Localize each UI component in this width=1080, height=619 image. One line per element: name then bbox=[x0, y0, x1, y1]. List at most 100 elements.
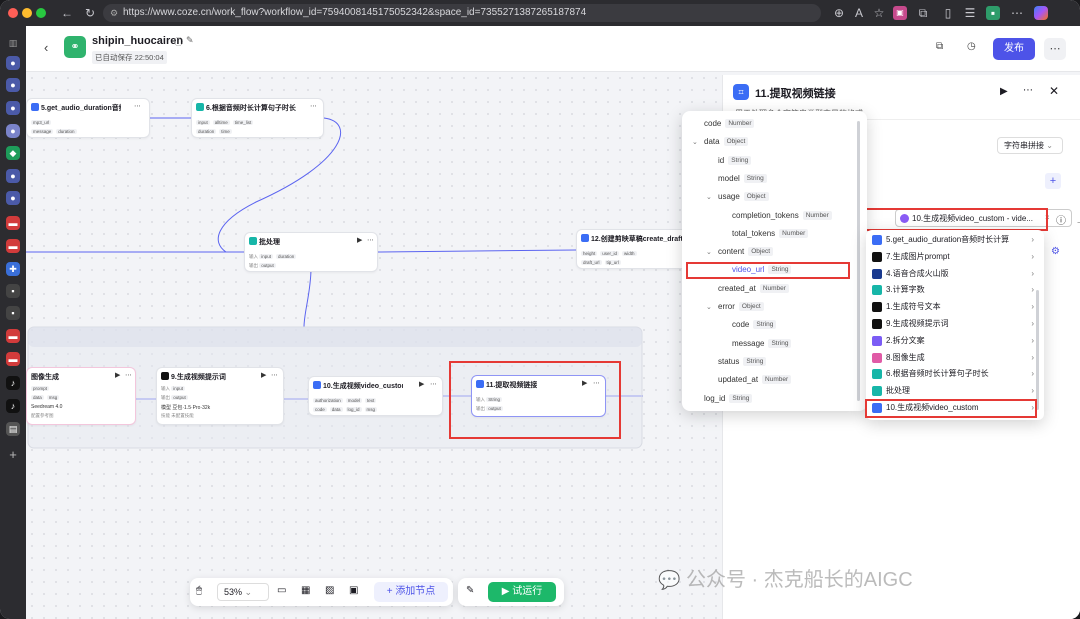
favorites-list-icon[interactable]: ☰ bbox=[964, 6, 976, 20]
node-menu-item[interactable]: 3.计算字数› bbox=[870, 282, 1036, 298]
run-node-icon[interactable]: ▶ bbox=[357, 237, 363, 244]
extension-icon[interactable]: ▣ bbox=[893, 6, 907, 20]
expand-chevron-icon[interactable]: ⌄ bbox=[706, 194, 712, 202]
run-node-icon[interactable]: ▶ bbox=[582, 380, 588, 387]
node-menu-item[interactable]: 批处理› bbox=[870, 383, 1036, 399]
node-5[interactable]: 5.get_audio_duration音频时... ⋯ mp3_url mes… bbox=[26, 98, 150, 138]
sidebar-app-icon[interactable]: ◆ bbox=[6, 146, 20, 160]
node-11[interactable]: 11.提取视频链接 ▶ ⋯ 输入 String 输出 output bbox=[471, 375, 606, 417]
minimize-window-button[interactable] bbox=[22, 8, 32, 18]
debug-icon[interactable]: ✎ bbox=[466, 585, 475, 596]
mode-dropdown[interactable]: 字符串拼接 ⌄ bbox=[997, 137, 1063, 154]
node-menu-item[interactable]: 4.语音合成火山版› bbox=[870, 266, 1036, 282]
more-icon[interactable]: ⋯ bbox=[1011, 6, 1023, 20]
layout-icon[interactable]: ▦ bbox=[301, 585, 311, 596]
split-screen-icon[interactable]: ▯ bbox=[944, 6, 952, 20]
publish-button[interactable]: 发布 bbox=[993, 38, 1035, 60]
sidebar-app-icon[interactable]: ● bbox=[6, 101, 20, 115]
address-bar[interactable]: ⚙ https://www.coze.cn/work_flow?workflow… bbox=[103, 4, 821, 22]
more-menu-button[interactable]: ⋯ bbox=[1044, 38, 1066, 60]
tiktok-icon[interactable]: ♪ bbox=[6, 376, 20, 390]
zoom-select[interactable]: 53% ⌄ bbox=[217, 583, 269, 601]
node-menu-item[interactable]: 9.生成视频提示词› bbox=[870, 316, 1036, 332]
edit-icon[interactable]: ✎ bbox=[186, 35, 194, 45]
close-icon[interactable]: ✕ bbox=[1049, 84, 1060, 98]
add-variable-button[interactable]: + bbox=[1045, 173, 1061, 189]
favorite-icon[interactable]: ☆ bbox=[873, 6, 885, 20]
sidebar-app-icon[interactable]: ▬ bbox=[6, 329, 20, 343]
node-menu-item[interactable]: 10.生成视频video_custom› bbox=[870, 400, 1036, 416]
node-more-icon[interactable]: ⋯ bbox=[310, 103, 317, 110]
node-menu-item[interactable]: 7.生成图片prompt› bbox=[870, 249, 1036, 265]
run-node-icon[interactable]: ▶ bbox=[419, 381, 425, 388]
scrollbar[interactable] bbox=[1036, 290, 1039, 410]
back-icon[interactable]: ← bbox=[61, 6, 73, 20]
read-aloud-icon[interactable]: A bbox=[854, 6, 863, 20]
image-icon[interactable]: ▨ bbox=[325, 585, 335, 596]
settings-icon[interactable]: ⚙ bbox=[1051, 246, 1060, 257]
minimap-icon[interactable]: ▣ bbox=[349, 585, 359, 596]
sidebar-app-icon[interactable]: ● bbox=[6, 56, 20, 70]
close-window-button[interactable] bbox=[8, 8, 18, 18]
sidebar-app-icon-active[interactable]: ● bbox=[6, 124, 20, 138]
zoom-icon[interactable]: ⊕ bbox=[833, 6, 845, 20]
node-more-icon[interactable]: ⋯ bbox=[430, 381, 437, 388]
copy-icon[interactable]: ⧉ bbox=[936, 41, 944, 52]
remove-variable-icon[interactable]: − bbox=[1077, 218, 1080, 227]
add-sidebar-icon[interactable]: + bbox=[9, 447, 17, 462]
sidebar-app-icon[interactable]: ▬ bbox=[6, 352, 20, 366]
wallet-icon[interactable]: ▪ bbox=[986, 6, 1000, 20]
test-run-button[interactable]: ▶ 试运行 bbox=[488, 582, 556, 602]
run-node-icon[interactable]: ▶ bbox=[115, 372, 121, 379]
node-more-icon[interactable]: ⋯ bbox=[134, 103, 141, 110]
sidebar-app-icon[interactable]: ✚ bbox=[6, 262, 20, 276]
node-menu-item[interactable]: 2.拆分文案› bbox=[870, 333, 1036, 349]
node-more-icon[interactable]: ⋯ bbox=[367, 237, 374, 244]
add-node-button[interactable]: + 添加节点 bbox=[374, 582, 448, 602]
panel-more-icon[interactable]: ⋯ bbox=[1023, 85, 1033, 96]
info-icon[interactable]: ⓘ bbox=[1056, 216, 1066, 227]
expand-chevron-icon[interactable]: ⌄ bbox=[706, 249, 712, 257]
node-menu-item[interactable]: 1.生成符号文本› bbox=[870, 299, 1036, 315]
copilot-icon[interactable] bbox=[1034, 6, 1048, 20]
sidebar-app-icon[interactable]: ● bbox=[6, 169, 20, 183]
run-node-icon[interactable]: ▶ bbox=[261, 372, 267, 379]
node-9[interactable]: 9.生成视频提示词 ▶ ⋯ 输入 input 输出 output 模型 豆包·1… bbox=[156, 367, 284, 425]
node-menu-item[interactable]: 8.图像生成› bbox=[870, 350, 1036, 366]
back-arrow-icon[interactable]: ‹ bbox=[44, 40, 49, 55]
site-info-icon[interactable]: ⚙ bbox=[110, 8, 119, 18]
sidebar-app-icon[interactable]: ▬ bbox=[6, 216, 20, 230]
tiktok-icon[interactable]: ♪ bbox=[6, 399, 20, 413]
node-more-icon[interactable]: ⋯ bbox=[271, 372, 278, 379]
sidebar-app-icon[interactable]: ▤ bbox=[6, 422, 20, 436]
extensions-puzzle-icon[interactable]: ⧉ bbox=[918, 6, 928, 20]
sidebar-app-icon[interactable]: ▬ bbox=[6, 239, 20, 253]
node-menu-item[interactable]: 5.get_audio_duration音频时长计算› bbox=[870, 232, 1036, 248]
run-node-icon[interactable]: ▶ bbox=[1000, 86, 1008, 97]
node-more-icon[interactable]: ⋯ bbox=[593, 380, 600, 387]
mouse-mode-icon[interactable]: 🖱 bbox=[196, 585, 202, 596]
info-icon[interactable]: ⓘ bbox=[174, 37, 184, 47]
node-more-icon[interactable]: ⋯ bbox=[125, 372, 132, 379]
sidebar-app-icon[interactable]: ● bbox=[6, 78, 20, 92]
expand-chevron-icon[interactable]: ⌄ bbox=[706, 304, 712, 311]
expand-chevron-icon[interactable]: ⌄ bbox=[692, 139, 698, 147]
